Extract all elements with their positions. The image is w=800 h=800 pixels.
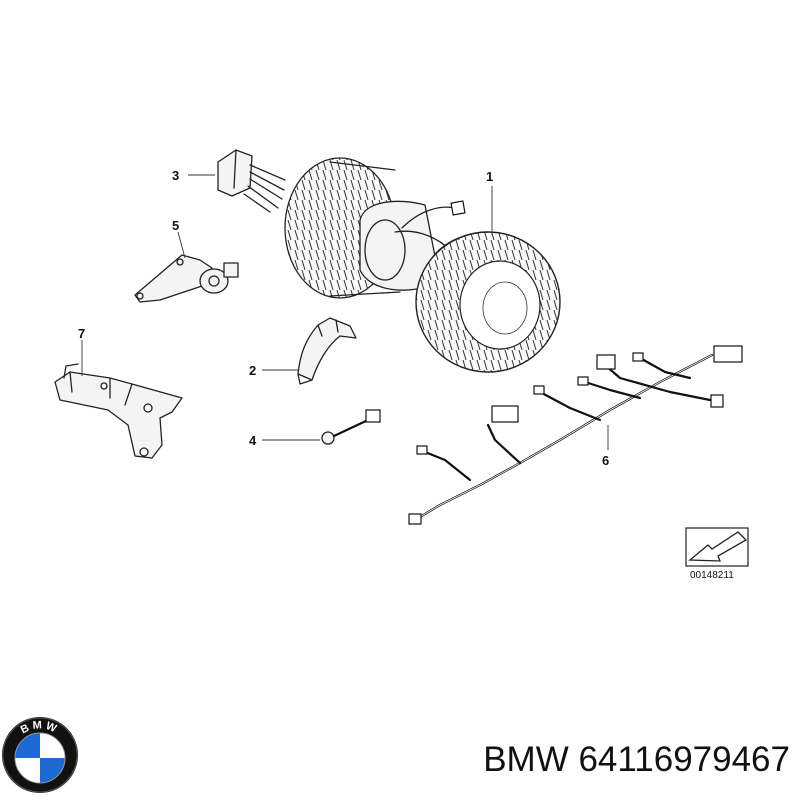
svg-text:BMW: BMW <box>19 719 61 736</box>
leader-lines <box>81 174 609 450</box>
callout-3: 3 <box>172 168 179 183</box>
callout-6: 6 <box>602 453 609 468</box>
diagram-ref-number: 00148211 <box>690 570 734 581</box>
sensor-lead <box>321 409 381 445</box>
callout-4: 4 <box>249 433 257 448</box>
bmw-logo-lettering: BMW <box>19 719 58 736</box>
caption-part-number: 64116979467 <box>578 740 790 779</box>
callout-2: 2 <box>249 363 256 378</box>
callout-5: 5 <box>172 218 179 233</box>
caption-brand: BMW <box>483 740 569 779</box>
reference-box: 00148211 <box>685 527 749 581</box>
actuator-bracket <box>134 254 239 303</box>
bmw-logo: BMW <box>2 717 78 793</box>
air-housing <box>54 363 183 459</box>
callout-1: 1 <box>486 169 493 184</box>
part-caption: BMW 64116979467 <box>380 735 790 785</box>
callout-7: 7 <box>78 326 85 341</box>
mounting-clip <box>297 317 357 385</box>
wiring-harness <box>408 345 743 525</box>
blower-resistor <box>217 149 286 213</box>
blower-motor <box>284 157 561 373</box>
